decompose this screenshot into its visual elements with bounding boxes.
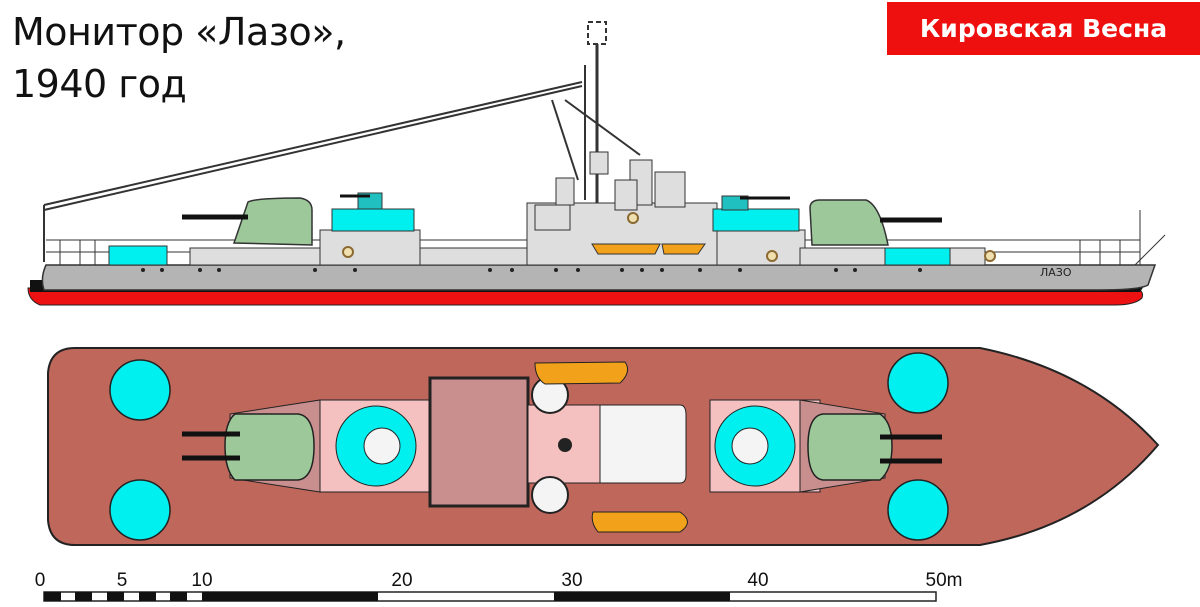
main-hull [41,264,1157,291]
superstructure [526,159,718,266]
scale-bar [43,591,937,602]
aft-main-turret [232,197,313,246]
mast [584,21,609,210]
fwd-main-turret-plan [807,413,893,481]
plan-boat-starboard [591,511,688,533]
scale-label-0: 0 [34,570,46,591]
profile-view: ЛАЗО [27,21,1166,306]
diagram-title: Монитор «Лазо», 1940 год [12,6,346,110]
profile-boat-2 [661,243,706,255]
bridge-plan [599,404,687,484]
plan-boat-port [534,361,629,385]
scale-label-20: 20 [391,570,413,591]
portholes [141,268,922,272]
life-rings [342,212,996,262]
title-line-1: Монитор «Лазо», [12,10,346,54]
fwd-aa-mount-starboard [887,479,949,541]
aft-main-turret-plan [224,413,315,481]
scale-label-10: 10 [191,570,213,591]
aft-turret-base [319,229,421,266]
fwd-aa-gun-mount [731,427,769,465]
boom [43,81,641,262]
aft-aa-mount-starboard [109,479,171,541]
aft-aa-mount-port [109,359,171,421]
fwd-aa-platform [712,208,800,232]
aft-aa-gun-mount [363,427,401,465]
scale-label-30: 30 [561,570,583,591]
central-hatch-block [428,376,530,508]
plan-view [47,347,1160,546]
fwd-aa-mount-port [887,352,949,414]
scale-label-5: 5 [116,570,128,591]
profile-boat-1 [591,243,661,255]
brand-badge: Кировская Весна [887,2,1200,55]
aa-guns-profile [340,192,790,211]
fwd-aa-platform-small [884,247,951,266]
scale-label-40: 40 [747,570,769,591]
fwd-turret-base [709,229,806,266]
funnel-starboard [531,476,569,514]
title-line-2: 1940 год [12,62,187,106]
scale-label-50m: 50m [925,570,963,591]
aft-aa-platform [331,208,415,232]
hull-name-label: ЛАЗО [1040,266,1072,279]
fwd-main-turret [809,199,889,246]
mast-base [558,438,572,452]
aft-aa-platform-small [108,245,168,266]
